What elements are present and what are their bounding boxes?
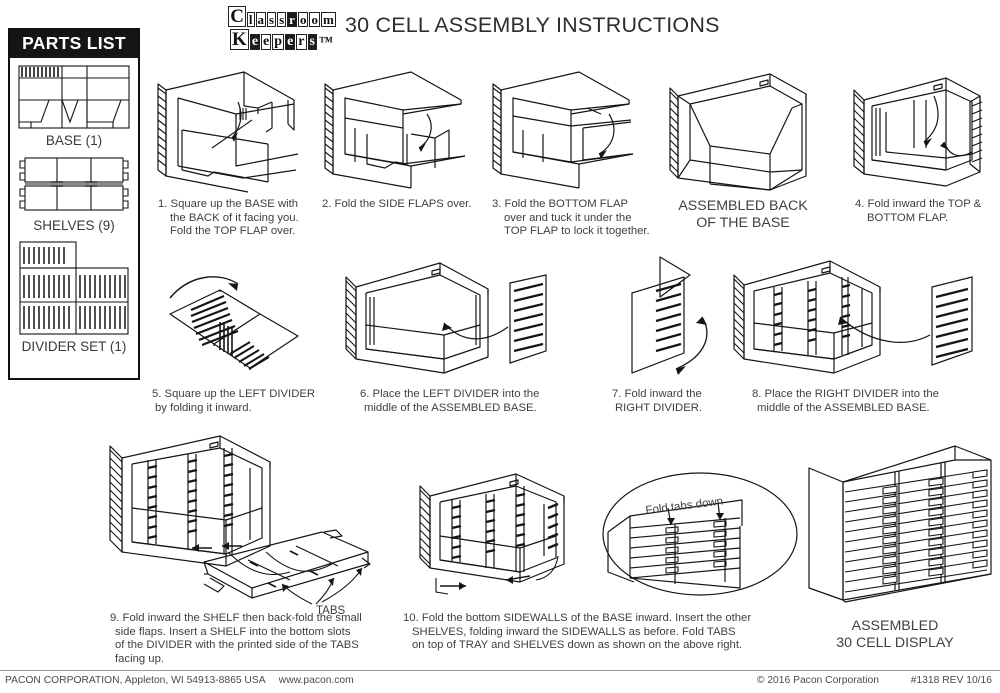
step-6-caption: 6. Place the LEFT DIVIDER into the middl…: [360, 388, 565, 415]
step-4-line-2: BOTTOM FLAP.: [867, 211, 949, 224]
step-7-line-1: 7. Fold inward the: [612, 388, 702, 400]
step-2-illustration: [324, 71, 466, 189]
page-title: 30 CELL ASSEMBLY INSTRUCTIONS: [345, 13, 720, 37]
step-7-caption: 7. Fold inward the RIGHT DIVIDER.: [612, 388, 732, 415]
step-1-line-3: Fold the TOP FLAP over.: [170, 225, 296, 238]
assembled-back-illustration: [669, 73, 807, 191]
step-6-line-1: 6. Place the LEFT DIVIDER into the: [360, 388, 540, 400]
step-8-line-2: middle of the ASSEMBLED BASE.: [757, 401, 930, 414]
step-9-line-4: facing up.: [115, 652, 164, 665]
footer-part-number: #1318 REV 10/16: [910, 675, 992, 686]
step-9-line-3: of the DIVIDER with the printed side of …: [115, 639, 359, 652]
step-2-line-1: 2. Fold the SIDE FLAPS over.: [322, 198, 472, 210]
divider-set-diagram-icon: [19, 241, 129, 335]
step-9-line-1: 9. Fold inward the SHELF then back-fold …: [110, 612, 362, 624]
step-10-line-3: on top of TRAY and SHELVES down as shown…: [412, 639, 743, 652]
fold-tabs-detail-illustration: Fold tabs down: [602, 472, 798, 596]
step-1-line-1: 1. Square up the BASE with: [158, 198, 299, 210]
assembled-display-caption: ASSEMBLED 30 CELL DISPLAY: [800, 618, 990, 652]
assembled-back-line-1: ASSEMBLED BACK: [678, 198, 808, 214]
shelves-diagram-icon: [19, 157, 129, 211]
step-4-line-1: 4. Fold inward the TOP &: [855, 198, 982, 210]
step-7-illustration: [631, 256, 708, 375]
step-1-caption: 1. Square up the BASE with the BACK of i…: [158, 198, 316, 239]
step-9-caption: 9. Fold inward the SHELF then back-fold …: [110, 612, 410, 666]
assembled-back-caption: ASSEMBLED BACK OF THE BASE: [668, 198, 818, 232]
step-5-line-2: by folding it inward.: [155, 401, 252, 414]
step-3-line-2: over and tuck it under the: [504, 211, 632, 224]
parts-list-label-divider-set: DIVIDER SET (1): [21, 339, 127, 354]
step-4-caption: 4. Fold inward the TOP & BOTTOM FLAP.: [855, 198, 995, 225]
footer-company: PACON CORPORATION, Appleton, WI 54913-88…: [5, 675, 266, 686]
step-10-line-1: 10. Fold the bottom SIDEWALLS of the BAS…: [403, 612, 752, 624]
footer-right: © 2016 Pacon Corporation #1318 REV 10/16: [757, 675, 992, 686]
parts-list-panel: PARTS LIST: [8, 28, 140, 380]
step-9-illustration: TABS: [109, 435, 371, 617]
step-3-line-1: 3. Fold the BOTTOM FLAP: [492, 198, 629, 210]
step-6-line-2: middle of the ASSEMBLED BASE.: [364, 401, 537, 414]
step-8-caption: 8. Place the RIGHT DIVIDER into the midd…: [752, 388, 967, 415]
step-1-line-2: the BACK of it facing you.: [170, 211, 299, 224]
trademark-symbol: ™: [318, 35, 333, 50]
step-3-caption: 3. Fold the BOTTOM FLAP over and tuck it…: [492, 198, 662, 239]
step-6-illustration: [345, 262, 547, 374]
step-4-illustration: [853, 77, 983, 187]
step-10-line-2: SHELVES, folding inward the SIDEWALLS as…: [412, 625, 736, 638]
step-8-line-1: 8. Place the RIGHT DIVIDER into the: [752, 388, 939, 400]
step-7-line-2: RIGHT DIVIDER.: [615, 401, 703, 414]
step-9-line-2: side flaps. Insert a SHELF into the bott…: [115, 625, 351, 638]
parts-list-label-base: BASE (1): [45, 133, 103, 148]
step-5-line-1: 5. Square up the LEFT DIVIDER: [152, 388, 316, 400]
step-10-illustration: [419, 473, 565, 595]
tabs-label-text: TABS: [316, 605, 346, 617]
parts-list-heading: PARTS LIST: [10, 30, 138, 58]
fold-tabs-down-text: Fold tabs down: [645, 496, 724, 517]
footer-left: PACON CORPORATION, Appleton, WI 54913-88…: [5, 675, 354, 686]
step-10-caption: 10. Fold the bottom SIDEWALLS of the BAS…: [403, 612, 793, 653]
assembled-display-line-1: ASSEMBLED: [851, 618, 939, 634]
assembled-back-line-2: OF THE BASE: [696, 215, 790, 231]
step-2-caption: 2. Fold the SIDE FLAPS over.: [322, 198, 482, 212]
assembled-display-illustration: [808, 445, 992, 603]
footer-copyright: © 2016 Pacon Corporation: [756, 675, 879, 686]
step-5-caption: 5. Square up the LEFT DIVIDER by folding…: [152, 388, 332, 415]
step-1-illustration: [157, 71, 299, 193]
step-8-illustration: [733, 260, 973, 374]
assembled-display-line-2: 30 CELL DISPLAY: [836, 635, 954, 651]
base-diagram-icon: [18, 65, 130, 129]
step-5-illustration: [169, 276, 299, 370]
footer-website[interactable]: www.pacon.com: [278, 675, 354, 686]
step-3-line-3: TOP FLAP to lock it together.: [504, 225, 650, 238]
parts-list-label-shelves: SHELVES (9): [33, 218, 115, 233]
footer: PACON CORPORATION, Appleton, WI 54913-88…: [0, 670, 1000, 693]
step-3-illustration: [492, 71, 634, 189]
